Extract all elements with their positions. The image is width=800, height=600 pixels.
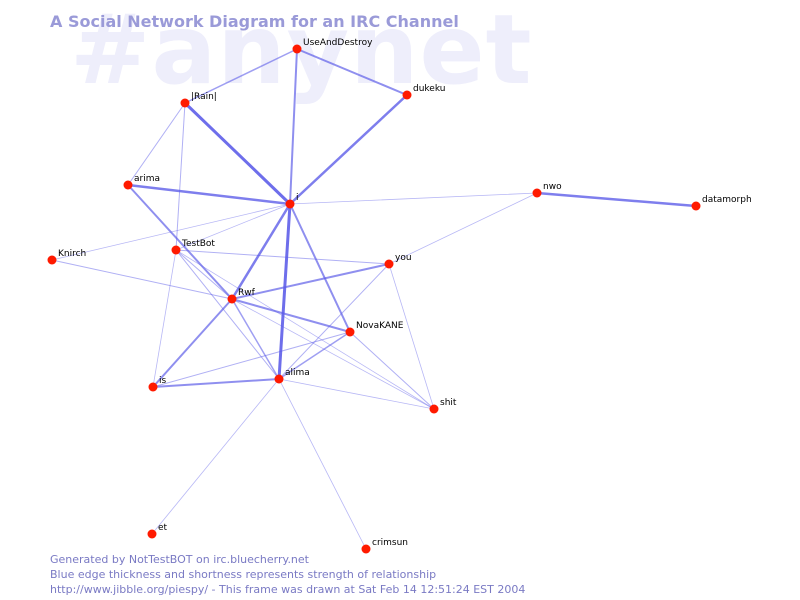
footer-legend: Blue edge thickness and shortness repres…	[50, 568, 437, 581]
node-Rwf: Rwf	[227, 288, 256, 304]
edge-Rwf-shit	[231, 298, 435, 410]
node-alima: alima	[274, 368, 310, 384]
edge-TestBot-alima	[175, 249, 280, 380]
node-label: et	[158, 523, 168, 533]
diagram-title: A Social Network Diagram for an IRC Chan…	[50, 12, 459, 31]
node-label: arima	[134, 174, 160, 184]
edge-Rwf-alima	[231, 298, 280, 380]
node-Knirch: Knirch	[47, 249, 86, 265]
edge-UseAndDestroy-i	[289, 48, 298, 205]
edge-i-alima	[277, 202, 292, 381]
edge-Knirch-Rwf	[51, 259, 233, 300]
edge-NovaKANE-shit	[349, 331, 435, 410]
edge-UseAndDestroy-dukeku	[296, 48, 408, 96]
node-layer: UseAndDestroy dukeku |Rain| arima i nwo datamo…	[47, 38, 752, 554]
edge-alima-et	[151, 378, 280, 535]
node-dukeku: dukeku	[402, 84, 445, 100]
node-NovaKANE: NovaKANE	[345, 321, 404, 337]
node-label: i	[296, 193, 299, 203]
edge-TestBot-is	[152, 249, 177, 388]
node-label: UseAndDestroy	[303, 38, 373, 48]
node-is: is	[148, 376, 167, 392]
node-label: shit	[440, 398, 457, 408]
node-i: i	[285, 193, 299, 209]
node-label: alima	[285, 368, 310, 378]
edge-i-nwo	[289, 192, 538, 205]
edge-Rain-TestBot	[175, 102, 186, 251]
channel-watermark: #anynet	[70, 0, 533, 106]
node-dot	[402, 90, 412, 100]
node-label: nwo	[543, 182, 562, 192]
node-dot	[384, 259, 394, 269]
node-Rain: |Rain|	[180, 92, 217, 108]
node-label: crimsun	[372, 538, 408, 548]
node-dot	[691, 201, 701, 211]
node-label: Rwf	[238, 288, 256, 298]
node-crimsun: crimsun	[361, 538, 408, 554]
node-arima: arima	[123, 174, 160, 190]
node-dot	[148, 382, 158, 392]
edge-i-dukeku	[288, 93, 409, 206]
footer-link: http://www.jibble.org/piespy/ - This fra…	[50, 583, 526, 596]
edge-Rwf-NovaKANE	[231, 298, 351, 333]
node-shit: shit	[429, 398, 457, 414]
node-label: NovaKANE	[356, 321, 404, 331]
edge-Rwf-is	[152, 298, 233, 388]
node-dot	[429, 404, 439, 414]
node-dot	[345, 327, 355, 337]
node-UseAndDestroy: UseAndDestroy	[292, 38, 373, 54]
node-label: |Rain|	[191, 92, 217, 102]
edge-you-alima	[278, 263, 390, 380]
node-you: you	[384, 253, 412, 269]
node-dot	[274, 374, 284, 384]
edge-alima-crimsun	[278, 378, 367, 550]
node-label: dukeku	[413, 84, 445, 94]
node-label: Knirch	[58, 249, 86, 259]
node-dot	[147, 529, 157, 539]
node-dot	[227, 294, 237, 304]
node-label: TestBot	[181, 239, 215, 249]
node-dot	[47, 255, 57, 265]
edge-is-NovaKANE	[152, 331, 351, 388]
node-datamorph: datamorph	[691, 195, 752, 211]
edge-TestBot-Rwf	[175, 249, 233, 300]
node-dot	[123, 180, 133, 190]
edge-TestBot-shit	[175, 249, 435, 410]
node-label: you	[395, 253, 412, 263]
node-et: et	[147, 523, 168, 539]
edge-arima-i	[126, 183, 292, 206]
edge-Knirch-i	[51, 203, 291, 261]
node-dot	[285, 199, 295, 209]
footer-generated-by: Generated by NotTestBOT on irc.bluecherr…	[50, 553, 309, 566]
edge-arima-Rwf	[127, 184, 233, 300]
node-dot	[532, 188, 542, 198]
edge-Rain-arima	[127, 102, 186, 186]
edge-i-TestBot	[175, 203, 291, 251]
edge-you-shit	[388, 263, 435, 410]
edge-is-alima	[152, 378, 280, 388]
node-dot	[292, 44, 302, 54]
edge-UseAndDestroy-Rain	[184, 48, 298, 104]
edge-Rwf-you	[231, 263, 390, 300]
edge-you-nwo	[388, 192, 538, 265]
edge-alima-shit	[278, 378, 435, 410]
node-dot	[180, 98, 190, 108]
edge-i-Rwf	[230, 202, 292, 301]
node-label: is	[159, 376, 167, 386]
node-dot	[171, 245, 181, 255]
edge-nwo-datamorph	[535, 191, 698, 208]
node-dot	[361, 544, 371, 554]
edge-TestBot-you	[175, 249, 390, 265]
edge-Rain-i	[183, 101, 292, 206]
edge-i-NovaKANE	[289, 203, 351, 333]
edge-NovaKANE-alima	[278, 331, 351, 380]
node-TestBot: TestBot	[171, 239, 215, 255]
node-nwo: nwo	[532, 182, 562, 198]
edge-layer	[51, 48, 698, 550]
node-label: datamorph	[702, 195, 752, 205]
